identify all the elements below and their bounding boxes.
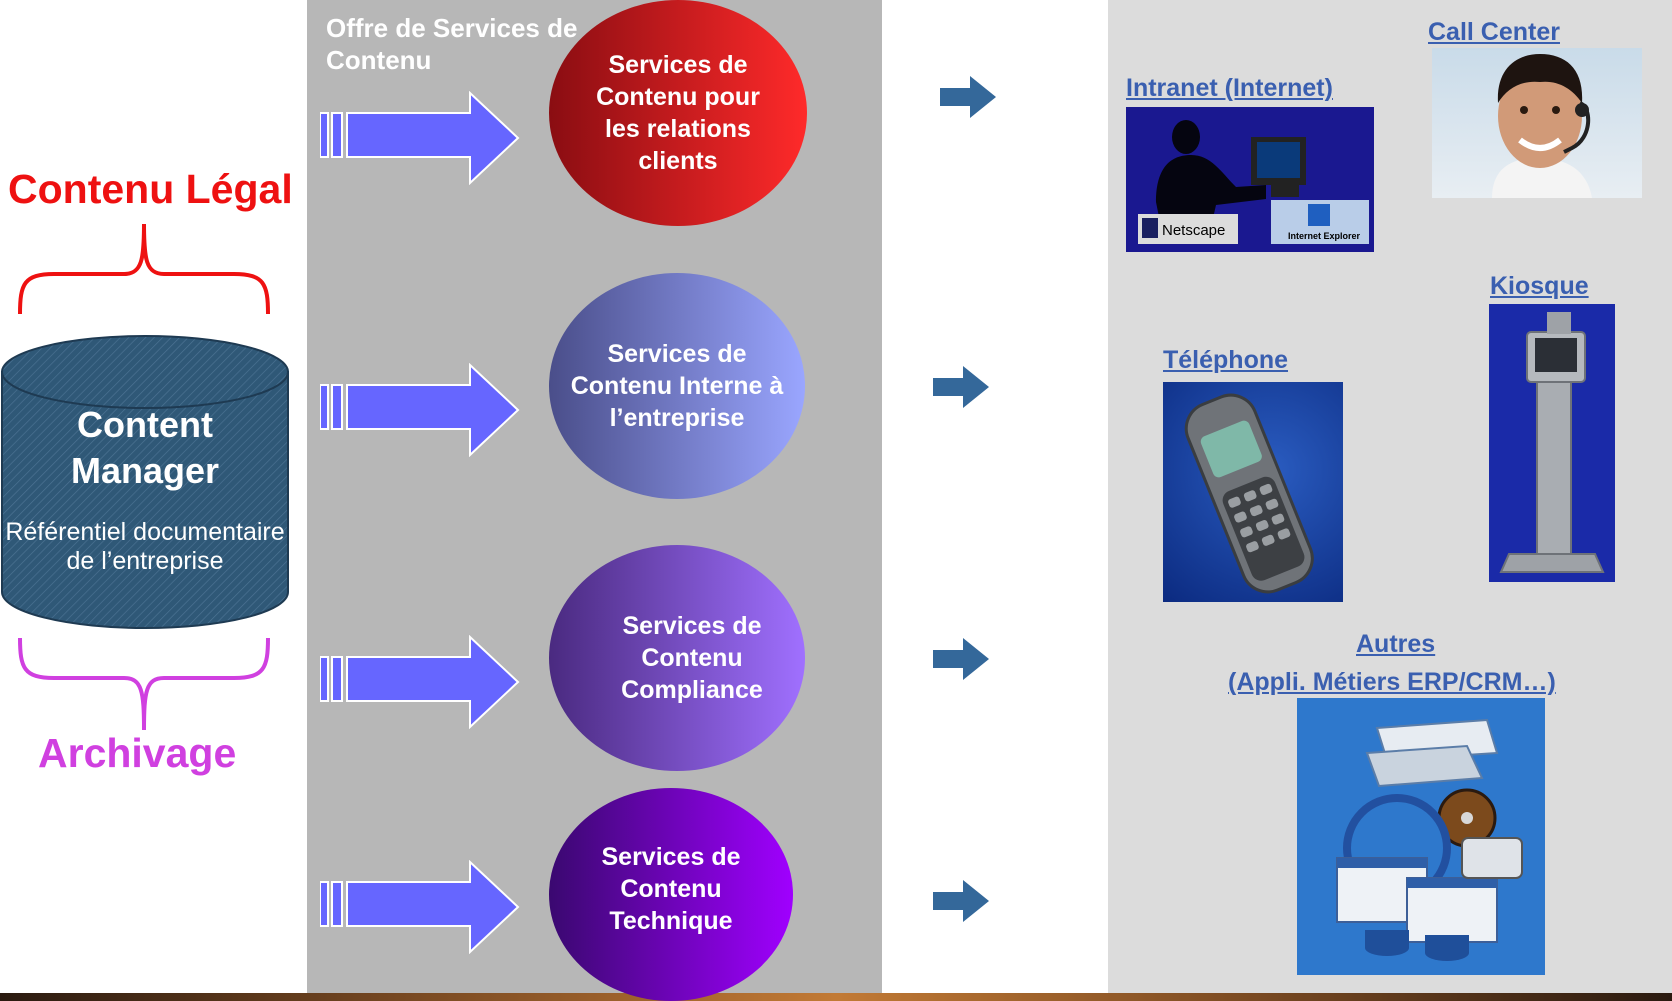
ie-text: Internet Explorer — [1288, 231, 1361, 241]
channel-arrow-1 — [940, 76, 996, 118]
channel-arrow-3 — [933, 638, 989, 680]
channel-arrow-4 — [933, 880, 989, 922]
autres-link-line2[interactable]: (Appli. Métiers ERP/CRM…) — [1228, 668, 1556, 696]
panel-title: Offre de Services de Contenu — [326, 13, 578, 75]
bottom-strip — [0, 993, 1672, 1001]
repository-cylinder — [1, 335, 289, 629]
autres-image — [1297, 698, 1545, 975]
call-center-link[interactable]: Call Center — [1428, 18, 1560, 46]
legal-label: Contenu Légal — [8, 166, 293, 212]
service-arrow-4 — [320, 860, 520, 954]
kiosque-image — [1489, 304, 1615, 582]
service-arrow-2 — [320, 363, 520, 457]
netscape-text: Netscape — [1162, 222, 1225, 239]
telephone-image — [1163, 382, 1343, 602]
service-internal: Services de Contenu Interne à l’entrepri… — [549, 273, 805, 499]
service-technical: Services de Contenu Technique — [549, 788, 793, 1001]
service-label: Services de Contenu Technique — [601, 842, 741, 935]
bottom-brace — [18, 637, 270, 731]
service-arrow-3 — [320, 635, 520, 729]
channel-arrow-2 — [933, 366, 989, 408]
repository-title: Content Manager — [70, 404, 220, 491]
service-label: Services de Contenu Interne à l’entrepri… — [570, 340, 784, 432]
intranet-image: Netscape Internet Explorer — [1126, 107, 1374, 252]
kiosque-link[interactable]: Kiosque — [1490, 272, 1589, 300]
top-brace — [18, 223, 270, 315]
repository-subtitle: Référentiel documentaire de l’entreprise — [5, 518, 285, 575]
service-compliance: Services de Contenu Compliance — [549, 545, 805, 771]
service-arrow-1 — [320, 91, 520, 185]
intranet-link[interactable]: Intranet (Internet) — [1126, 74, 1333, 102]
call-center-image — [1432, 48, 1642, 198]
archive-label: Archivage — [38, 730, 237, 776]
service-label: Services de Contenu pour les relations c… — [596, 51, 760, 175]
service-label: Services de Contenu Compliance — [621, 612, 763, 704]
service-customer-relations: Services de Contenu pour les relations c… — [549, 0, 807, 226]
telephone-link[interactable]: Téléphone — [1163, 346, 1289, 374]
autres-link-line1[interactable]: Autres — [1356, 630, 1436, 658]
